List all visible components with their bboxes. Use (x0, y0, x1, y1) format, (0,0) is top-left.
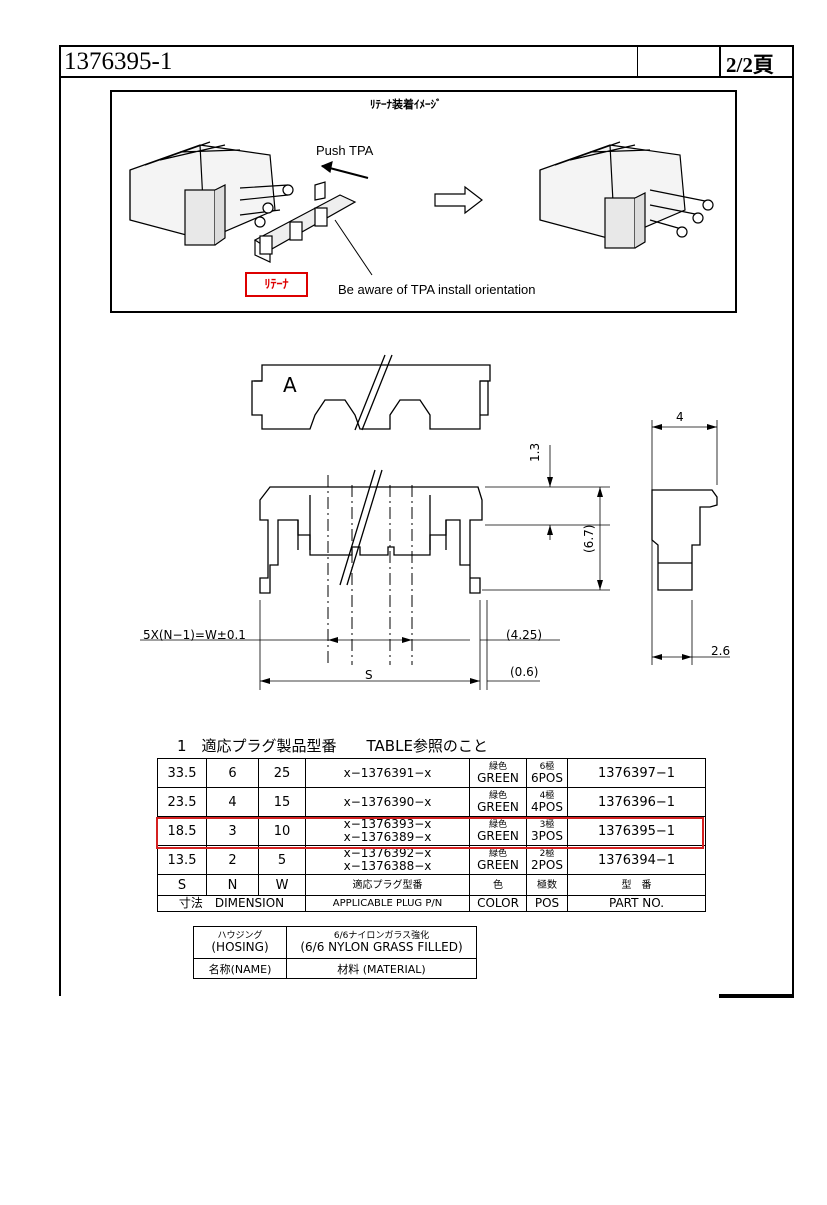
install-image-title: ﾘﾃｰﾅ装着ｲﾒｰｼﾞ (370, 98, 442, 111)
retainer-label: ﾘﾃｰﾅ (245, 272, 308, 297)
title-divider (637, 45, 638, 78)
material-label-row: 名称(NAME) 材料 (MATERIAL) (193, 958, 477, 979)
part-number-title: 1376395-1 (64, 48, 173, 75)
sheet-border-left (59, 78, 61, 996)
retainer-drawing (140, 354, 730, 690)
sheet-border-bottom (719, 994, 794, 998)
connector-illustration (129, 141, 714, 276)
dim-pitch: 5X(N−1)=W±0.1 (143, 628, 246, 642)
dim-6-7: (6.7) (582, 524, 596, 553)
title-block (59, 45, 794, 78)
table-header-row: S N W 適応プラグ型番 色 極数 型 番 (157, 874, 706, 896)
dim-4-25: (4.25) (506, 628, 543, 642)
title-divider (719, 45, 721, 78)
dim-0-6: (0.6) (510, 665, 539, 679)
page-number: 2/2頁 (726, 53, 774, 77)
push-tpa-label: Push TPA (316, 143, 374, 158)
dim-1-3: 1.3 (528, 442, 542, 462)
note-text: 1 適応プラグ製品型番 TABLE参照のこと (177, 737, 488, 755)
table-label-row: 寸法 DIMENSION APPLICABLE PLUG P/N COLOR P… (157, 895, 706, 912)
highlight-box (156, 817, 704, 849)
install-image-frame (110, 90, 737, 313)
sheet-border-right (792, 78, 794, 996)
material-row: ハウジング(HOSING) 6/6ナイロンガラス強化(6/6 NYLON GRA… (193, 926, 477, 959)
orientation-note: Be aware of TPA install orientation (338, 282, 536, 297)
dim-width-4: 4 (676, 410, 684, 424)
dim-2-6: 2.6 (711, 644, 731, 658)
material-table: ハウジング(HOSING) 6/6ナイロンガラス強化(6/6 NYLON GRA… (193, 926, 477, 979)
label-a: A (283, 373, 297, 397)
dim-s: S (365, 668, 373, 682)
